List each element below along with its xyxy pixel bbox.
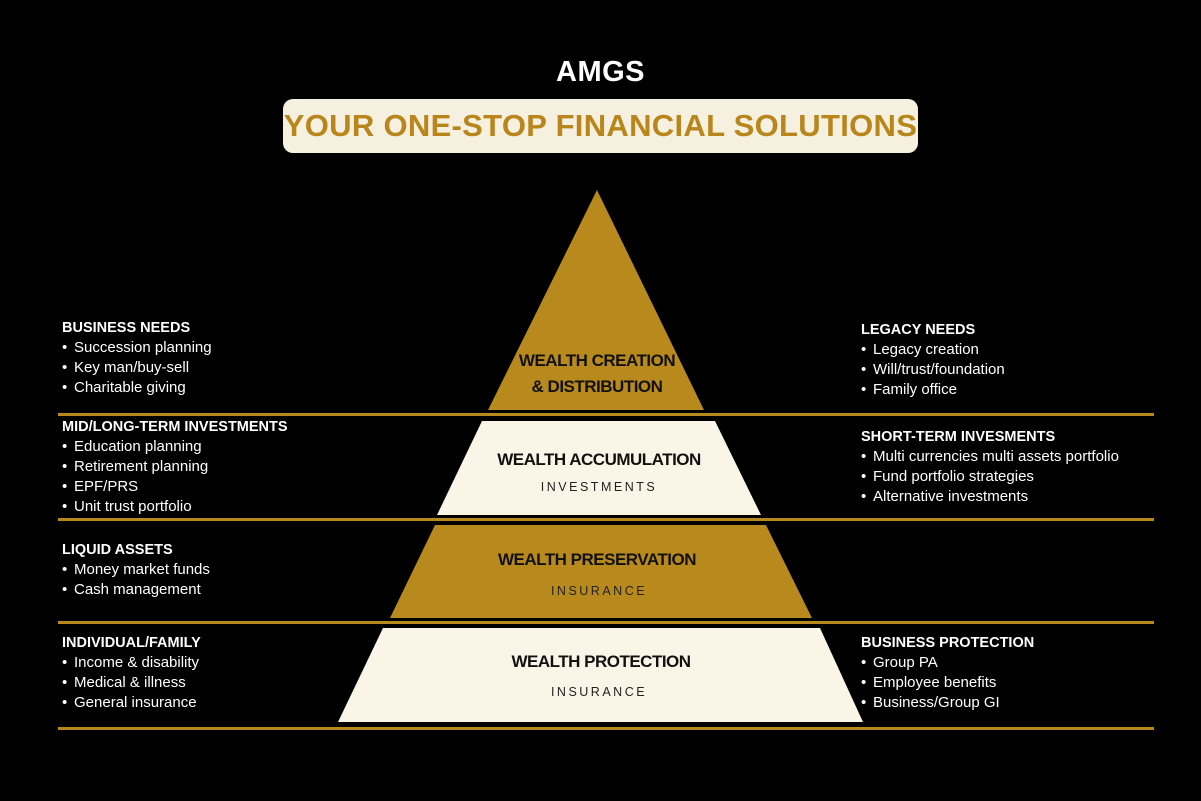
list-item: Fund portfolio strategies — [861, 467, 1119, 487]
list-item: Alternative investments — [861, 487, 1119, 507]
list-item: Family office — [861, 380, 1005, 400]
divider-line — [58, 413, 1154, 416]
left-group-business-needs: BUSINESS NEEDS Succession planningKey ma… — [62, 318, 212, 398]
tier-4-title: WEALTH PROTECTION — [511, 652, 691, 671]
list-item: Will/trust/foundation — [861, 360, 1005, 380]
right-group-legacy-needs: LEGACY NEEDS Legacy creationWill/trust/f… — [861, 320, 1005, 400]
list-item: Succession planning — [62, 338, 212, 358]
tier-wealth-protection — [338, 628, 863, 722]
list-item: EPF/PRS — [62, 477, 288, 497]
group-heading: BUSINESS PROTECTION — [861, 635, 1035, 651]
list-item: Retirement planning — [62, 457, 288, 477]
tier-wealth-creation — [488, 190, 704, 410]
group-heading: INDIVIDUAL/FAMILY — [62, 635, 201, 651]
divider-line — [58, 621, 1154, 624]
tier-wealth-preservation — [390, 525, 812, 618]
list-item: Key man/buy-sell — [62, 358, 212, 378]
divider-line — [58, 727, 1154, 730]
list-item: Charitable giving — [62, 378, 212, 398]
tier-1-title-line1: WEALTH CREATION — [518, 351, 676, 370]
list-item: General insurance — [62, 693, 201, 713]
list-item: Legacy creation — [861, 340, 1005, 360]
list-item: Business/Group GI — [861, 693, 1034, 713]
tagline-text: YOUR ONE-STOP FINANCIAL SOLUTIONS — [283, 108, 918, 143]
tier-4-subtitle: INSURANCE — [550, 685, 648, 699]
list-item: Medical & illness — [62, 673, 201, 693]
right-group-short-term: SHORT-TERM INVESMENTS Multi currencies m… — [861, 427, 1119, 507]
list-item: Education planning — [62, 437, 288, 457]
tier-1-title-line2: & DISTRIBUTION — [531, 377, 663, 396]
group-heading: SHORT-TERM INVESMENTS — [861, 429, 1056, 445]
tier-2-subtitle: INVESTMENTS — [540, 480, 658, 494]
list-item: Money market funds — [62, 560, 210, 580]
list-item: Group PA — [861, 653, 1034, 673]
left-group-mid-long-term: MID/LONG-TERM INVESTMENTS Education plan… — [62, 417, 288, 517]
left-group-individual-family: INDIVIDUAL/FAMILY Income & disabilityMed… — [62, 633, 201, 713]
group-heading: MID/LONG-TERM INVESTMENTS — [62, 419, 288, 435]
right-group-business-protection: BUSINESS PROTECTION Group PAEmployee ben… — [861, 633, 1034, 713]
group-heading: LIQUID ASSETS — [62, 542, 173, 558]
divider-line — [58, 518, 1154, 521]
list-item: Unit trust portfolio — [62, 497, 288, 517]
list-item: Cash management — [62, 580, 210, 600]
tier-2-title: WEALTH ACCUMULATION — [497, 450, 701, 469]
group-heading: BUSINESS NEEDS — [62, 320, 191, 336]
group-heading: LEGACY NEEDS — [861, 322, 976, 338]
left-group-liquid-assets: LIQUID ASSETS Money market fundsCash man… — [62, 540, 210, 600]
list-item: Multi currencies multi assets portfolio — [861, 447, 1119, 467]
brand-title: AMGS — [556, 56, 645, 88]
list-item: Income & disability — [62, 653, 201, 673]
tagline-banner: YOUR ONE-STOP FINANCIAL SOLUTIONS — [283, 99, 918, 153]
tier-3-title: WEALTH PRESERVATION — [498, 550, 696, 569]
tier-wealth-accumulation — [437, 421, 761, 515]
list-item: Employee benefits — [861, 673, 1034, 693]
tier-3-subtitle: INSURANCE — [550, 584, 648, 598]
